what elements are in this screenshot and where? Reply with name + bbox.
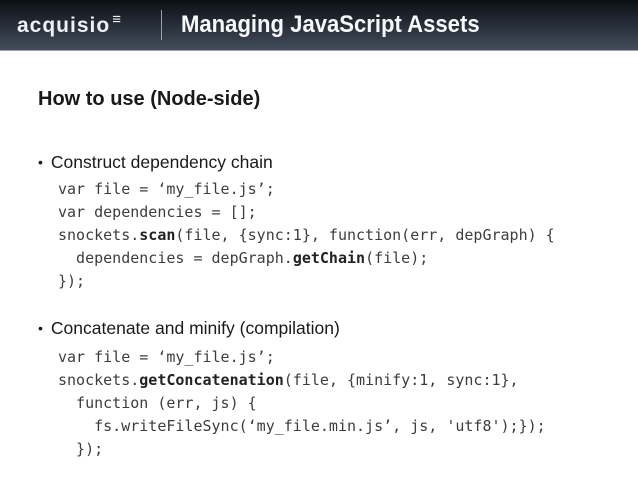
code-block: var file = ‘my_file.js’;var dependencies… (58, 178, 638, 293)
code-text: (file, {sync:1}, function(err, depGraph)… (175, 226, 555, 244)
bullet-label: Construct dependency chain (50, 152, 273, 172)
code-keyword: scan (139, 226, 176, 244)
code-line: fs.writeFileSync(‘my_file.min.js’, js, '… (58, 415, 638, 438)
code-keyword: getChain (292, 249, 366, 267)
code-keyword: getConcatenation (139, 371, 284, 389)
slide-body: How to use (Node-side) • Construct depend… (0, 87, 638, 461)
logo-triple-bar-icon: ≡ (112, 10, 121, 28)
slide-title: Managing JavaScript Assets (180, 11, 480, 38)
code-text: }); (58, 272, 86, 290)
code-text: dependencies = depGraph. (58, 249, 293, 267)
bullet-label: Concatenate and minify (compilation) (50, 318, 340, 338)
bullet-row: • Concatenate and minify (compilation) (38, 317, 638, 340)
section-heading: How to use (Node-side) (38, 88, 261, 110)
code-block: var file = ‘my_file.js’; snockets.getConc… (58, 346, 638, 461)
code-text: fs.writeFileSync(‘my_file.min.js’, js, '… (58, 417, 546, 435)
code-text: (file, {minify:1, sync:1}, (283, 371, 519, 389)
acquisio-logo: acquisio ≡ (17, 10, 121, 37)
bullet-section: • Concatenate and minify (compilation) var… (38, 317, 638, 461)
code-text: var file = ‘my_file.js’; (58, 348, 275, 366)
header-bar: acquisio ≡ Managing JavaScript Assets (0, 0, 638, 51)
bullet-icon: • (38, 320, 43, 336)
code-line: function (err, js) { (58, 392, 638, 415)
code-line: }); (58, 270, 638, 293)
sections: • Construct dependency chain var file = ‘m… (38, 151, 638, 461)
header-divider (160, 10, 162, 40)
code-line: snockets.scan(file, {sync:1}, function(e… (58, 224, 638, 247)
code-text: function (err, js) { (58, 394, 257, 412)
code-text: (file); (365, 249, 429, 267)
code-line: snockets.getConcatenation(file, {minify:… (58, 369, 638, 392)
code-text: var dependencies = []; (58, 203, 257, 221)
code-text: }); (58, 440, 104, 458)
bullet-section: • Construct dependency chain var file = ‘m… (38, 151, 638, 293)
code-line: var file = ‘my_file.js’; (58, 346, 638, 369)
bullet-row: • Construct dependency chain (38, 151, 638, 174)
code-line: dependencies = depGraph.getChain(file); (58, 247, 638, 270)
code-text: var file = ‘my_file.js’; (58, 180, 275, 198)
code-line: var dependencies = []; (58, 201, 638, 224)
code-text: snockets. (58, 226, 140, 244)
code-line: }); (58, 438, 638, 461)
bullet-icon: • (38, 154, 43, 170)
code-line: var file = ‘my_file.js’; (58, 178, 638, 201)
code-text: snockets. (58, 371, 140, 389)
logo-wordmark: acquisio (17, 13, 111, 37)
